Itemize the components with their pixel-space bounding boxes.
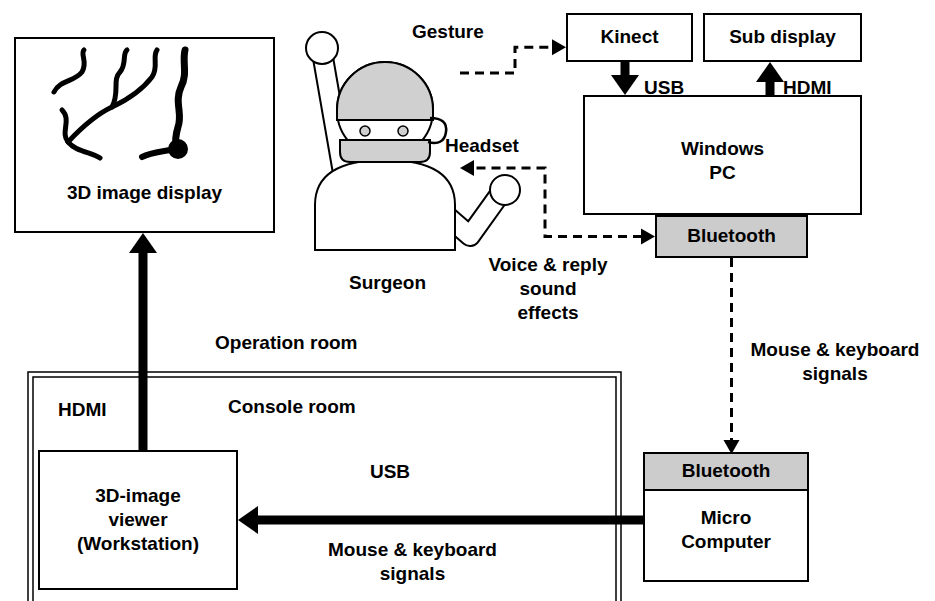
connector xyxy=(611,62,639,95)
display-box: 3D image display xyxy=(14,37,275,233)
signal-label: Voice & reply sound effects xyxy=(488,253,608,325)
connector xyxy=(238,506,643,534)
node-text: 3D-image viewer (Workstation) xyxy=(68,484,208,556)
arrowhead xyxy=(756,62,784,82)
surgical-mask xyxy=(340,140,430,162)
room-wall xyxy=(33,377,616,601)
connector xyxy=(129,233,157,450)
connector xyxy=(460,39,566,73)
vessel-strokes xyxy=(54,50,185,158)
arrowhead xyxy=(460,160,474,176)
arrowhead xyxy=(238,506,258,534)
node-text: Kinect xyxy=(600,25,658,49)
node-text: Bluetooth xyxy=(687,224,776,248)
device-box: Kinect xyxy=(566,13,693,62)
signal-label: Gesture xyxy=(412,20,507,44)
connector-line xyxy=(730,258,733,441)
annotation-label: Console room xyxy=(228,395,428,419)
connector xyxy=(724,258,740,454)
bluetooth-box: Bluetooth xyxy=(655,215,808,258)
surgeon-figure-node: Surgeon xyxy=(315,55,460,295)
hand xyxy=(306,32,338,64)
node-text: Bluetooth xyxy=(682,459,771,483)
node-text: Sub display xyxy=(729,25,836,49)
arrowhead xyxy=(129,233,157,253)
hand xyxy=(490,175,520,205)
signal-label: USB xyxy=(644,76,704,100)
node-text: Micro Computer xyxy=(676,506,776,554)
device-box: Sub display xyxy=(703,13,862,62)
connector-line xyxy=(257,516,643,525)
annotation-label: Operation room xyxy=(215,331,415,355)
micro-computer-box: Micro Computer Bluetooth xyxy=(643,452,809,582)
arrowhead xyxy=(641,229,655,245)
vessel-illustration xyxy=(16,39,277,235)
connector-line xyxy=(766,81,775,95)
arrowhead xyxy=(552,39,566,55)
bluetooth-band: Bluetooth xyxy=(645,454,807,491)
signal-label: HDMI xyxy=(58,398,128,422)
node-text: Surgeon xyxy=(349,271,426,295)
connector xyxy=(756,62,784,95)
room-wall xyxy=(28,372,621,601)
aneurysm-blob xyxy=(168,139,188,159)
connector-line xyxy=(621,62,630,76)
annotation-label: Mouse & keyboard signals xyxy=(310,538,515,586)
signal-label: USB xyxy=(360,460,420,484)
surgeon-body xyxy=(315,160,455,250)
eye xyxy=(360,126,370,136)
annotation-label: Headset xyxy=(445,134,535,158)
workstation-box: 3D-image viewer (Workstation) xyxy=(38,450,238,590)
connector-line xyxy=(139,252,148,450)
surgical-cap xyxy=(337,62,433,120)
node-text: Windows PC xyxy=(668,137,778,185)
arrowhead xyxy=(611,75,639,95)
surgeon-figure xyxy=(315,55,460,295)
signal-label: Mouse & keyboard signals xyxy=(742,338,928,386)
node-text: 3D image display xyxy=(67,181,222,205)
signal-label: HDMI xyxy=(783,76,853,100)
headset xyxy=(428,118,446,143)
eye xyxy=(398,126,408,136)
pc-box: Windows PC xyxy=(583,95,862,215)
connector-line xyxy=(460,47,553,73)
